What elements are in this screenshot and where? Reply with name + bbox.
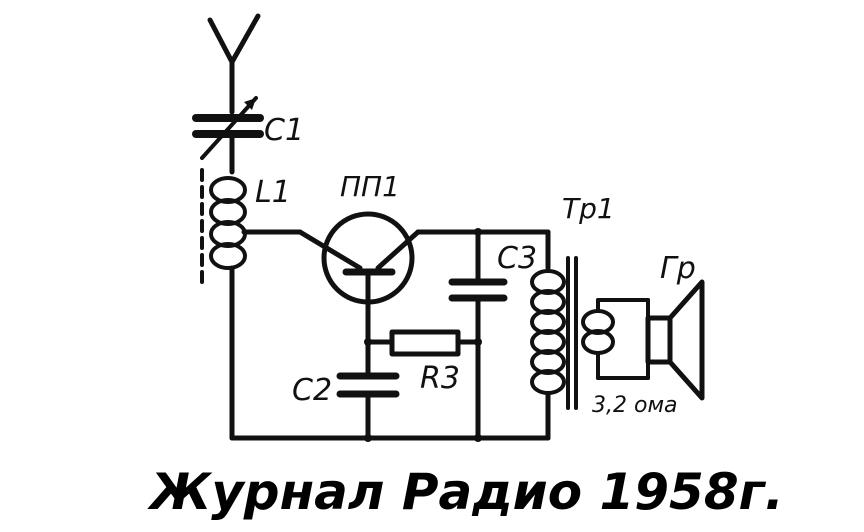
label-c1: C1 bbox=[264, 113, 304, 148]
label-impedance: 3,2 ома bbox=[592, 393, 678, 418]
antenna bbox=[207, 13, 261, 115]
label-speaker: Гр bbox=[660, 251, 696, 286]
transistor-pp1 bbox=[297, 211, 481, 305]
caption: Журнал Радио 1958г. bbox=[150, 463, 784, 521]
variable-capacitor-c1 bbox=[192, 96, 264, 175]
common-bus bbox=[229, 228, 551, 442]
transformer-tr1 bbox=[530, 229, 650, 441]
speaker-gr bbox=[645, 279, 705, 401]
capacitor-c2 bbox=[336, 297, 400, 441]
label-l1: L1 bbox=[255, 175, 291, 210]
capacitor-c3 bbox=[448, 229, 551, 441]
label-c3: C3 bbox=[497, 241, 537, 276]
label-c2: C2 bbox=[292, 373, 332, 408]
coil-l1 bbox=[200, 168, 303, 441]
label-transformer: Тр1 bbox=[562, 192, 615, 225]
label-transistor: ПП1 bbox=[340, 170, 400, 203]
resistor-r3 bbox=[364, 329, 482, 357]
label-r3: R3 bbox=[420, 361, 460, 396]
